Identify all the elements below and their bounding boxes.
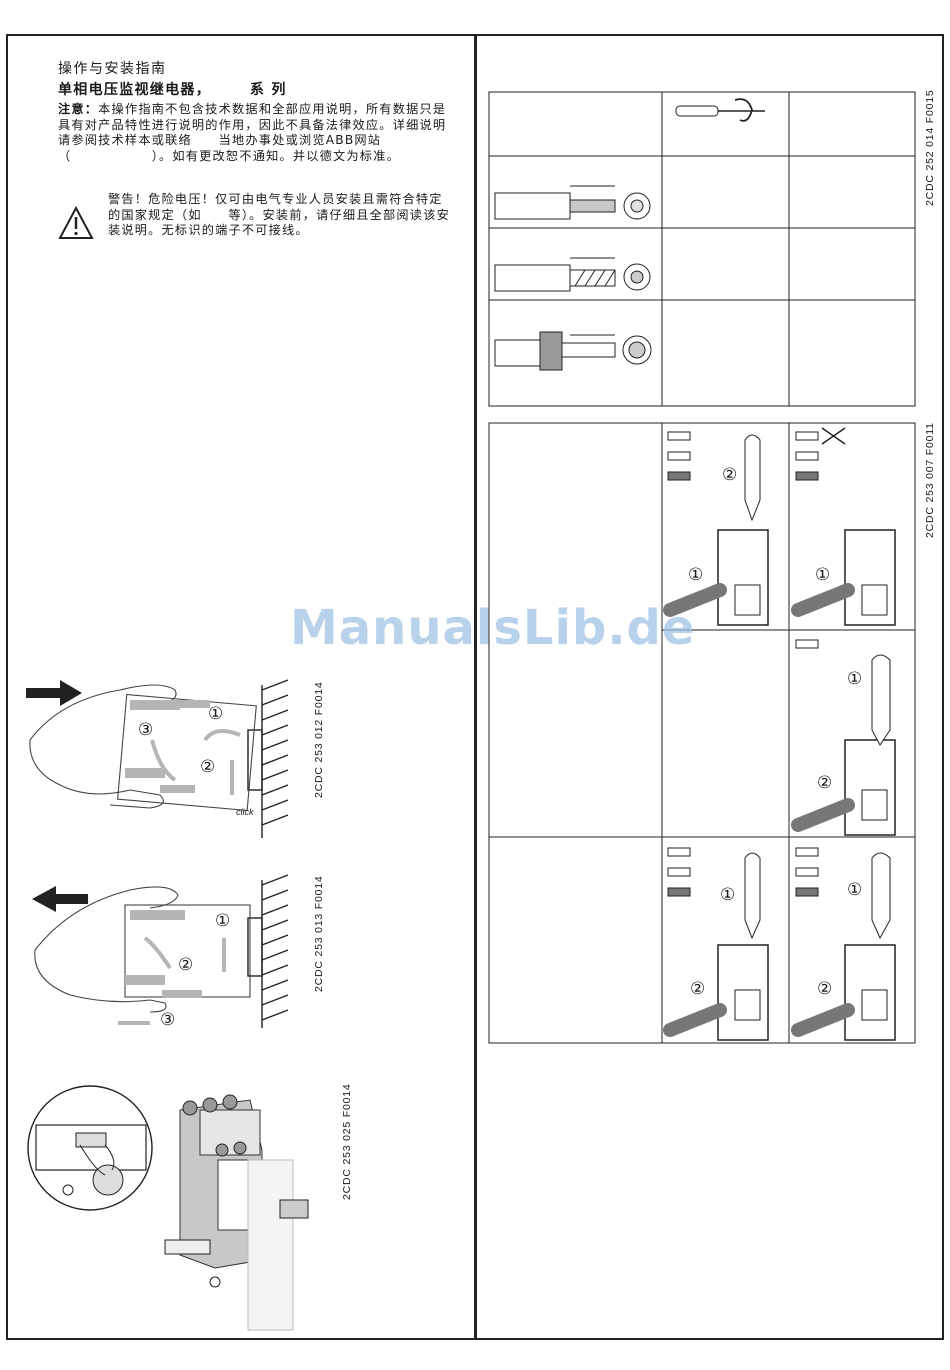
terminal-5-step-2: ② [817, 979, 834, 999]
page-title: 操作与安装指南 [58, 61, 167, 77]
terminal-3-step-2: ② [817, 773, 834, 793]
column-divider [474, 34, 477, 1340]
page-subtitle: 单相电压监视继电器， 系 列 [58, 82, 287, 98]
note-label: 注意： [58, 102, 99, 116]
figure-code-dismount: 2CDC 253 013 F0014 [313, 875, 325, 992]
dismount-step-1: ① [215, 911, 232, 931]
note-paragraph: 注意：本操作指南不包含技术数据和全部应用说明，所有数据只是具有对产品特性进行说明… [58, 102, 458, 164]
figure-code-wire-table: 2CDC 252 014 F0015 [924, 89, 936, 206]
mount-step-2: ② [200, 757, 217, 777]
figure-code-mount: 2CDC 253 012 F0014 [313, 681, 325, 798]
watermark: ManualsLib.de [290, 600, 696, 656]
terminal-1-step-1: ① [688, 565, 705, 585]
note-text: 本操作指南不包含技术数据和全部应用说明，所有数据只是具有对产品特性进行说明的作用… [58, 102, 447, 163]
click-label: click [236, 807, 254, 817]
terminal-3-step-1: ① [847, 669, 864, 689]
dismount-step-2: ② [178, 955, 195, 975]
terminal-4-step-2: ② [690, 979, 707, 999]
mount-step-1: ① [208, 704, 225, 724]
warning-paragraph: 警告！危险电压！仅可由电气专业人员安装且需符合特定的国家规定（如 等）。安装前，… [108, 192, 450, 238]
figure-code-seal: 2CDC 253 025 F0014 [341, 1083, 353, 1200]
mount-step-3: ③ [138, 720, 155, 740]
terminal-2-step-1: ① [815, 565, 832, 585]
figure-code-terminal-table: 2CDC 253 007 F0011 [924, 422, 936, 538]
warning-triangle-icon [58, 205, 94, 239]
terminal-4-step-1: ① [720, 885, 737, 905]
dismount-step-3: ③ [160, 1010, 177, 1030]
terminal-5-step-1: ① [847, 880, 864, 900]
terminal-1-step-2: ② [722, 465, 739, 485]
